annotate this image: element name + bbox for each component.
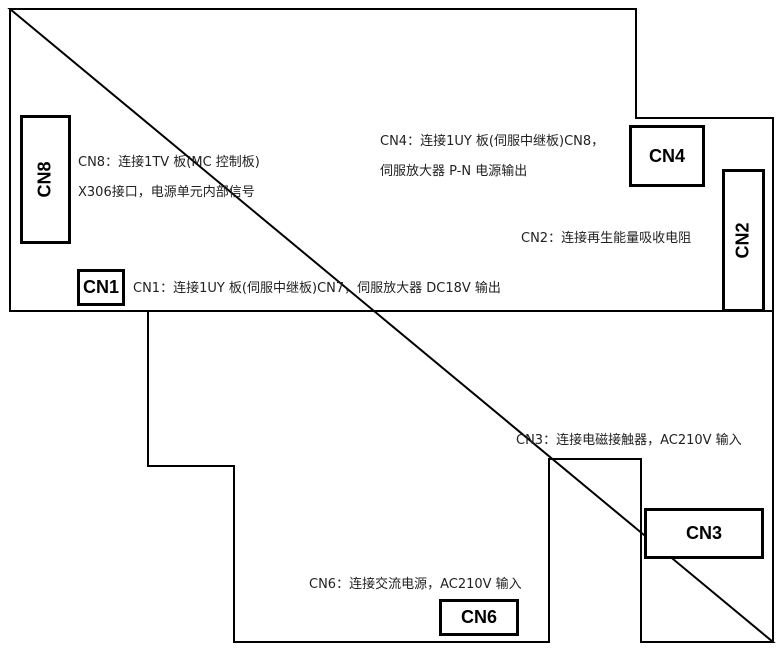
connector-cn2: CN2 xyxy=(722,169,765,312)
connector-cn3-label: CN3 xyxy=(685,523,722,543)
connector-cn2-label: CN2 xyxy=(732,222,753,259)
connector-cn3: CN3 xyxy=(644,508,764,559)
connector-cn8-label: CN8 xyxy=(34,161,55,198)
connector-cn4-label: CN4 xyxy=(648,145,685,166)
connector-cn4: CN4 xyxy=(629,125,705,187)
cn6-description: CN6：连接交流电源，AC210V 输入 xyxy=(309,577,522,592)
cn4-description-line1: CN4：连接1UY 板(伺服中继板)CN8， xyxy=(380,134,605,149)
cn4-description-line2: 伺服放大器 P-N 电源输出 xyxy=(380,164,528,179)
cn8-description-line2: X306接口，电源单元内部信号 xyxy=(78,185,255,200)
connector-cn6-label: CN6 xyxy=(460,607,497,627)
cn8-description-line1: CN8：连接1TV 板(MC 控制板) xyxy=(78,155,260,170)
cn3-description: CN3：连接电磁接触器，AC210V 输入 xyxy=(516,433,742,448)
cn2-description: CN2：连接再生能量吸收电阻 xyxy=(521,231,692,246)
board-outline-upper xyxy=(9,8,774,312)
connector-cn6: CN6 xyxy=(439,599,519,636)
connector-cn8: CN8 xyxy=(20,115,71,244)
board-outline-lower xyxy=(147,311,774,643)
cn1-description: CN1：连接1UY 板(伺服中继板)CN7，伺服放大器 DC18V 输出 xyxy=(133,281,501,296)
connector-cn1: CN1 xyxy=(77,269,125,306)
connector-cn1-label: CN1 xyxy=(82,277,119,297)
